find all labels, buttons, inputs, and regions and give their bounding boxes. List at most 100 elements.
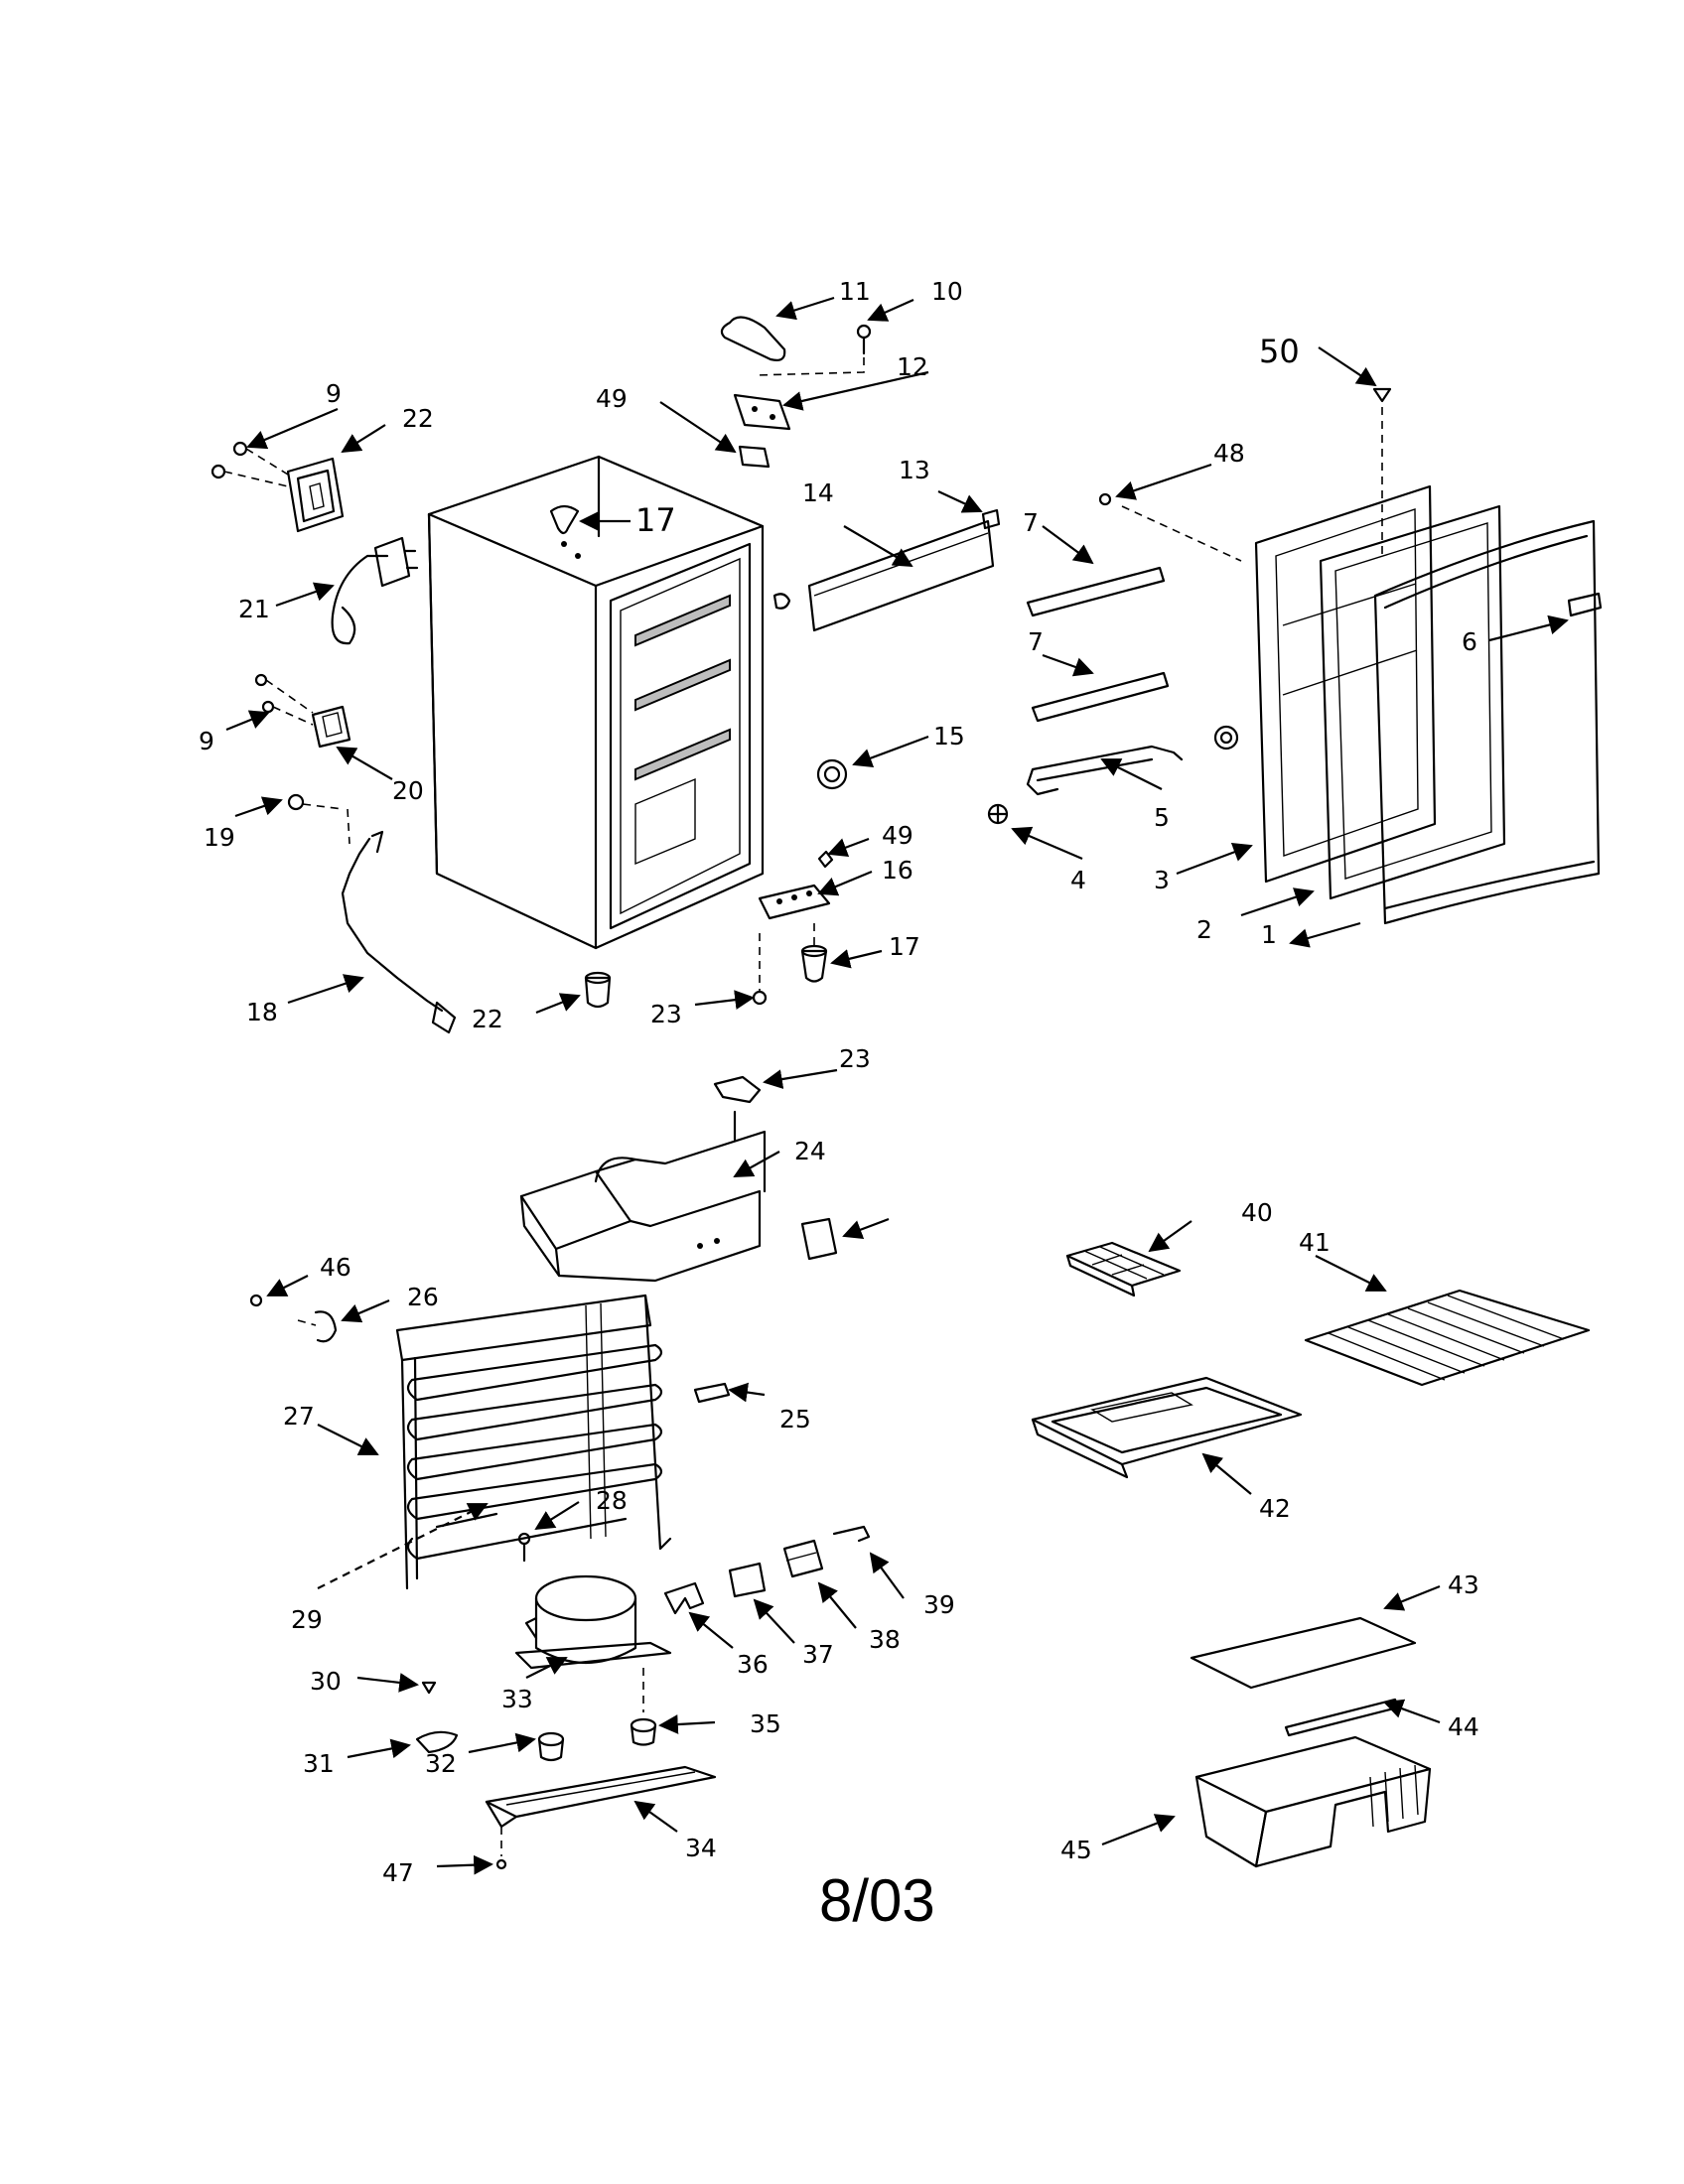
bracket-right-24 [800, 1217, 838, 1261]
label-part-28: 28 [596, 1486, 628, 1515]
label-part-32: 32 [425, 1749, 457, 1778]
label-part-4: 4 [1070, 866, 1086, 894]
label-part-3: 3 [1154, 866, 1170, 894]
cap-15 [772, 593, 848, 790]
label-part-23-bottom: 23 [650, 1000, 682, 1028]
label-part-22-bottom: 22 [472, 1005, 503, 1033]
screw-23-bottom [752, 933, 768, 1006]
label-part-48: 48 [1213, 439, 1245, 468]
label-part-7-top: 7 [1023, 508, 1039, 537]
cap-4 [987, 803, 1009, 825]
switch-20 [254, 673, 351, 749]
label-part-19: 19 [204, 823, 235, 852]
grommet-32 [537, 1731, 565, 1762]
evaporator-24 [519, 1130, 767, 1283]
clip-26 [297, 1310, 338, 1343]
label-part-17-top: 17 [635, 501, 676, 539]
panel-14 [807, 519, 995, 632]
label-part-20: 20 [392, 776, 424, 805]
label-part-45: 45 [1060, 1836, 1092, 1864]
label-part-33: 33 [501, 1685, 533, 1713]
label-part-43: 43 [1448, 1570, 1479, 1599]
clip-36 [663, 1581, 705, 1615]
leg-17-bottom [800, 923, 828, 983]
label-part-24: 24 [794, 1137, 826, 1165]
cap-door-side [1213, 725, 1239, 751]
label-part-16: 16 [882, 856, 913, 885]
condenser-27 [395, 1294, 672, 1590]
crisper-drawer-45 [1194, 1735, 1432, 1868]
label-part-13: 13 [899, 456, 930, 484]
screw-17-top [549, 504, 581, 559]
label-part-11: 11 [839, 277, 871, 306]
hinge-cap-13 [981, 508, 1001, 530]
screw-48 [1098, 492, 1242, 562]
screw-46 [249, 1294, 263, 1307]
label-part-12: 12 [897, 352, 928, 381]
screw-47 [495, 1827, 507, 1870]
label-part-36: 36 [737, 1650, 769, 1679]
label-part-6: 6 [1462, 627, 1477, 656]
power-cord-21 [331, 536, 419, 645]
control-box-22 [286, 457, 345, 533]
gasket-3 [1254, 484, 1437, 884]
label-part-38: 38 [869, 1625, 901, 1654]
label-part-39: 39 [923, 1590, 955, 1619]
label-part-17-bottom: 17 [889, 932, 920, 961]
ice-tray-40 [1065, 1241, 1182, 1297]
label-part-49-top: 49 [596, 384, 628, 413]
label-part-35: 35 [750, 1709, 781, 1738]
base-plate-34 [485, 1765, 717, 1829]
relay-37 [728, 1562, 767, 1598]
label-part-5: 5 [1154, 803, 1170, 832]
label-part-40: 40 [1241, 1198, 1273, 1227]
label-part-34: 34 [685, 1834, 717, 1862]
hinge-23-lower [713, 1075, 762, 1142]
label-part-30: 30 [310, 1667, 342, 1696]
label-part-42: 42 [1259, 1494, 1291, 1523]
label-part-26: 26 [407, 1283, 439, 1311]
door-shelf-7-top [1026, 566, 1166, 617]
label-part-46: 46 [320, 1253, 351, 1282]
grommet-35 [630, 1668, 657, 1746]
drip-tray-42 [1031, 1376, 1303, 1479]
compressor-33 [514, 1574, 672, 1670]
label-part-18: 18 [246, 998, 278, 1026]
screw-50 [1372, 387, 1392, 556]
bracket-5 [1026, 745, 1184, 796]
crisper-cover-43 [1190, 1616, 1417, 1690]
door-shelf-7-bottom [1031, 671, 1170, 723]
label-part-47: 47 [382, 1858, 414, 1887]
label-part-9-top: 9 [326, 379, 342, 408]
cabinet-body [427, 455, 765, 950]
screw-19 [287, 793, 344, 811]
screws-9 [210, 441, 289, 487]
outer-door-1 [1373, 519, 1603, 925]
label-part-37: 37 [802, 1640, 834, 1669]
label-part-22-top: 22 [402, 404, 434, 433]
label-part-10: 10 [931, 277, 963, 306]
top-hinge-assembly [720, 316, 872, 469]
clip-25 [693, 1382, 731, 1404]
clip-39 [832, 1525, 871, 1543]
date-code: 8/03 [819, 1867, 935, 1934]
label-part-21: 21 [238, 595, 270, 623]
overload-38 [782, 1539, 824, 1578]
screw-28 [517, 1532, 531, 1563]
label-part-31: 31 [303, 1749, 335, 1778]
power-cord-18 [341, 808, 457, 1034]
clip-31 [415, 1730, 459, 1754]
shelf-41 [1304, 1289, 1591, 1387]
label-part-25: 25 [779, 1405, 811, 1433]
label-part-7-bottom: 7 [1028, 627, 1044, 656]
label-part-49-front: 49 [882, 821, 913, 850]
leader-arrows [225, 296, 1569, 1875]
label-part-29: 29 [291, 1605, 323, 1634]
label-part-14: 14 [802, 478, 834, 507]
label-part-2: 2 [1196, 915, 1212, 944]
part-number-labels: 1 2 3 4 5 6 7 7 9 9 10 11 12 13 14 15 16… [199, 277, 1479, 1887]
label-part-23-lower: 23 [839, 1044, 871, 1073]
label-part-27: 27 [283, 1402, 315, 1431]
label-part-15: 15 [933, 722, 965, 751]
